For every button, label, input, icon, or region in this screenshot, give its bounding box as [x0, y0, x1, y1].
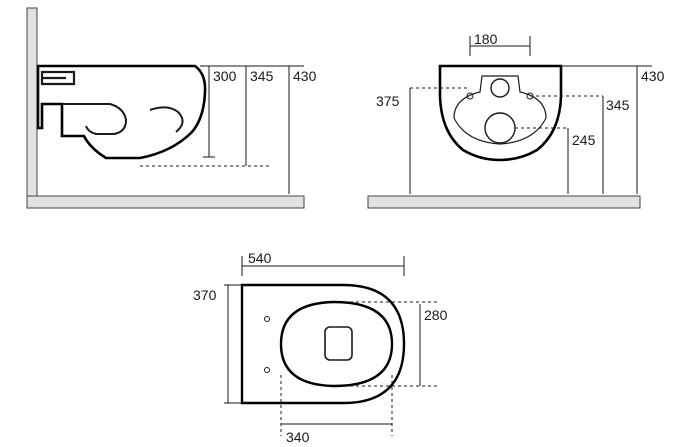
- front-view-inlet: [490, 78, 510, 98]
- top-view-seat: [279, 300, 394, 388]
- side-view: 300 345 430: [26, 7, 317, 209]
- side-dim-300: 300: [213, 68, 237, 84]
- top-view-hole-top: [264, 316, 270, 322]
- front-dim-245: 245: [572, 132, 596, 148]
- front-dim-180: 180: [474, 31, 498, 47]
- front-view-inner: [453, 75, 547, 145]
- top-view-hole-bottom: [264, 367, 270, 373]
- front-dim-375: 375: [376, 93, 400, 109]
- front-dim-345: 345: [606, 97, 630, 113]
- side-dim-345: 345: [250, 68, 274, 84]
- front-view: 180 430 375 345 245: [367, 31, 665, 209]
- top-view-outlet: [324, 326, 353, 361]
- side-view-wall: [26, 7, 38, 209]
- side-view-floor: [26, 195, 305, 209]
- top-dim-280: 280: [424, 307, 448, 323]
- side-dim-430: 430: [293, 68, 317, 84]
- front-dim-430: 430: [641, 68, 665, 84]
- top-dim-540: 540: [248, 250, 272, 266]
- top-dim-340: 340: [286, 429, 310, 445]
- front-view-floor: [367, 195, 641, 209]
- top-view: 540 370 280 340: [193, 250, 448, 445]
- side-view-seat: [40, 70, 76, 86]
- side-view-trap: [62, 103, 184, 135]
- top-dim-370: 370: [193, 287, 217, 303]
- front-view-bolt-left: [466, 92, 474, 100]
